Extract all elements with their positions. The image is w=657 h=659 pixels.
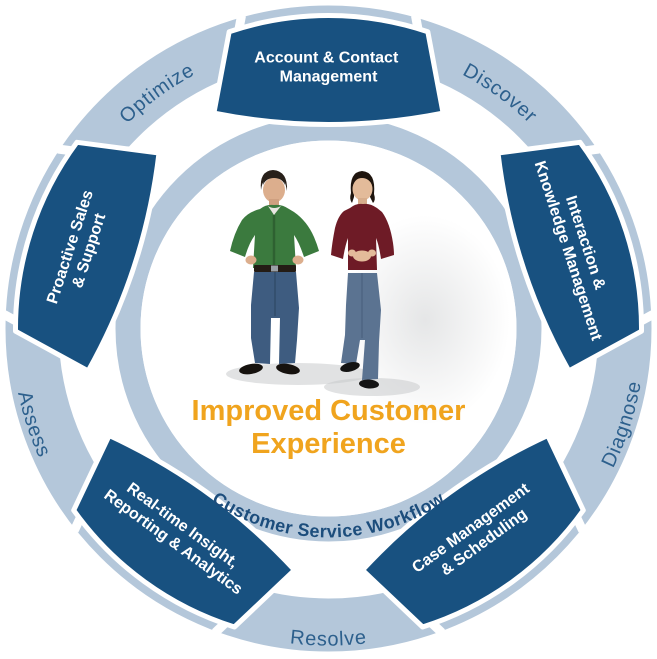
center-heading: Improved Customer Experience [192, 395, 466, 460]
man-face [263, 177, 285, 203]
man-hand [292, 255, 304, 265]
woman-face [352, 177, 373, 201]
woman-neck [358, 198, 367, 206]
man-belt-buckle [271, 265, 278, 272]
man-shoe [239, 363, 263, 375]
people-illustration [226, 170, 510, 425]
man-hair-fringe [263, 174, 285, 185]
segment-interaction-knowledge-shape [495, 139, 645, 374]
inner-ring-band [115, 115, 542, 542]
woman-jeans [341, 273, 381, 380]
segment-proactive-sales-shape [12, 139, 162, 374]
center-heading-line1: Improved Customer [192, 395, 466, 427]
segment-account-contact-shape [211, 13, 446, 127]
outer-ring-label-resolve: Resolve [289, 626, 368, 650]
man-shoe [276, 363, 300, 375]
man-jeans [251, 272, 299, 364]
backdrop-shadow [340, 215, 510, 425]
man-hand [245, 255, 257, 265]
segment-realtime-insight-shape [71, 433, 297, 630]
workflow-segments [12, 13, 645, 630]
woman-hair-fringe [352, 174, 373, 186]
segment-case-management-shape [360, 433, 586, 630]
man-figure [230, 170, 319, 375]
center-heading-line2: Experience [251, 428, 406, 460]
man-tshirt [268, 206, 281, 215]
woman-top [331, 203, 394, 270]
segment-account-contact-label: Account & Contact Management [254, 50, 402, 86]
woman-shoe [340, 362, 360, 372]
woman-figure [331, 171, 394, 389]
man-neck [269, 199, 279, 207]
man-hair [260, 170, 288, 191]
woman-shoe [359, 379, 379, 389]
woman-hands-clasped [353, 250, 371, 262]
